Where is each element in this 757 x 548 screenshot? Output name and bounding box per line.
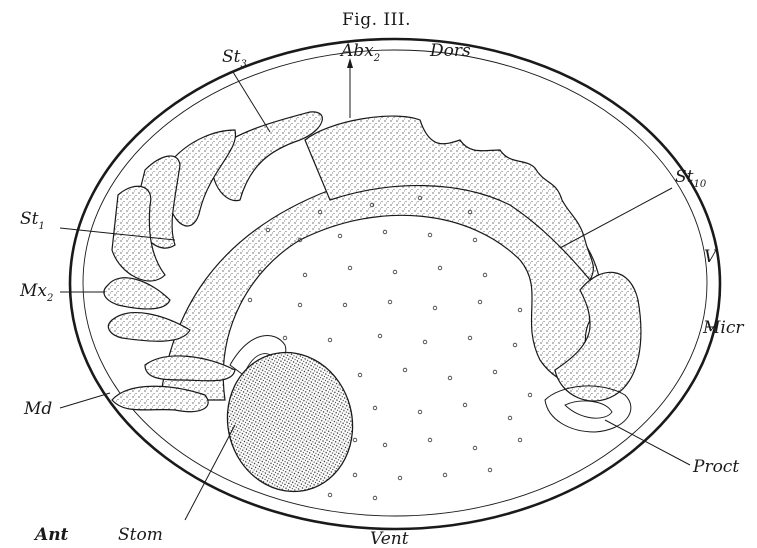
leader-stom (185, 425, 235, 520)
yolk-ball (212, 338, 368, 505)
label-dors: Dors (429, 41, 471, 61)
label-v: V (704, 247, 718, 267)
appendage-st3 (212, 112, 322, 201)
label-st10: St10 (675, 167, 707, 190)
figure-caption: Fig. III. (342, 10, 411, 30)
label-md: Md (23, 399, 52, 419)
label-proct: Proct (692, 457, 739, 477)
leader-st10 (560, 188, 672, 248)
label-mx2: Mx2 (19, 281, 53, 304)
proctodaeum-inner (565, 401, 612, 418)
label-abx2: Abx2 (339, 41, 380, 64)
label-ant: Ant (33, 525, 69, 545)
label-micr: Micr (702, 318, 744, 338)
label-st1: St1 (20, 209, 45, 232)
label-vent: Vent (370, 529, 409, 548)
label-st3: St3 (222, 47, 247, 70)
appendage-lower-1 (104, 278, 170, 309)
appendage-lower-2 (108, 313, 190, 342)
leader-proct (605, 420, 690, 465)
leader-st3 (233, 72, 270, 132)
leader-md (60, 393, 110, 408)
label-stom: Stom (118, 525, 163, 545)
